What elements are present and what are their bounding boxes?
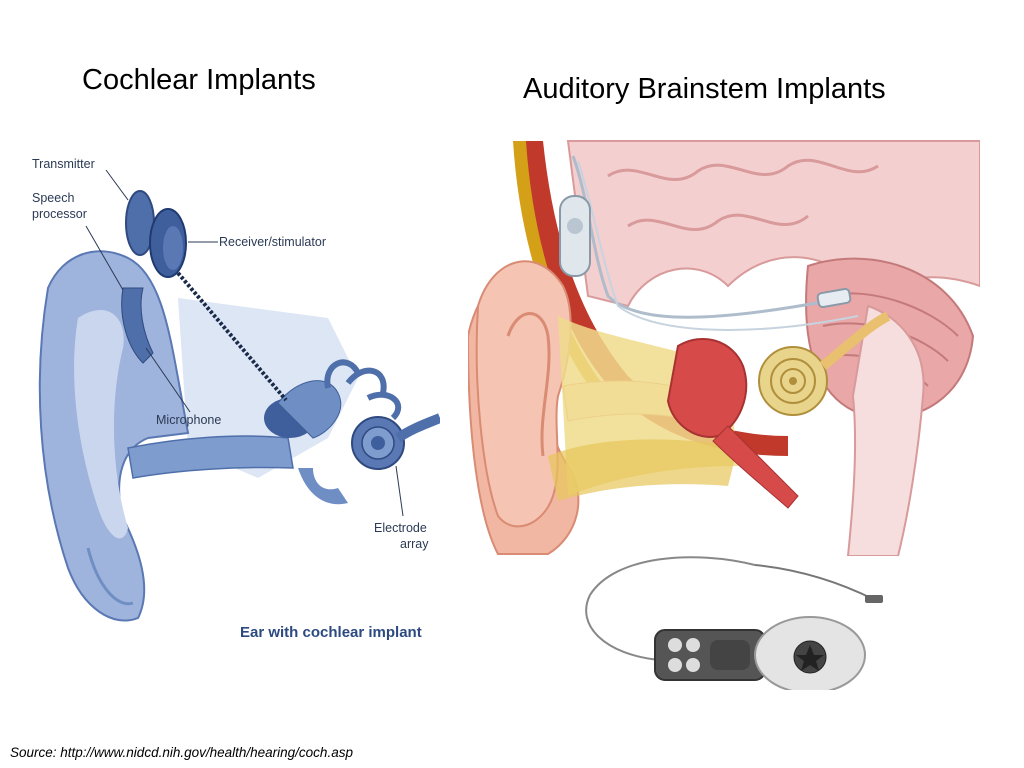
ossicles [277,380,342,439]
electrode-label-line1: Electrode [374,521,427,535]
cochlear-nerve [819,311,891,370]
ear-canal [127,435,294,479]
brainstem-implant-illustration [468,136,980,556]
eustachian-tube [712,425,799,509]
transmitter-label: Transmitter [32,157,95,171]
device-lead-wire [585,556,756,661]
cochlear-caption: Ear with cochlear implant [240,624,422,641]
skull-layer [523,141,788,456]
auditory-nerve [395,413,440,443]
receiver-stimulator-label: Receiver/stimulator [219,235,326,249]
middle-ear [666,337,748,438]
speech-label-line2: processor [32,207,87,221]
device-electrode-tip [865,595,883,603]
ear-inner-fold [74,309,128,539]
electrode-label-line2: array [400,537,429,551]
cochlear-implant-illustration: Transmitter Speech processor Receiver/st… [28,148,440,644]
source-citation: Source: http://www.nidcd.nih.gov/health/… [10,745,353,760]
semicircular-canals [324,359,402,421]
ear-lobe-shade [86,547,134,606]
implant-receiver [559,195,591,277]
cochlear-implants-title: Cochlear Implants [82,64,316,96]
auditory-brainstem-implants-title: Auditory Brainstem Implants [523,73,886,105]
speech-label-line1: Speech [32,191,74,205]
brainstem [846,304,925,556]
speech-processor-device [121,287,154,364]
microphone-label: Microphone [156,413,221,427]
electrode-lead [176,271,288,402]
eustachian-tube [298,468,348,505]
electrode-paddle [816,287,852,309]
implant-device-photo [575,555,895,690]
